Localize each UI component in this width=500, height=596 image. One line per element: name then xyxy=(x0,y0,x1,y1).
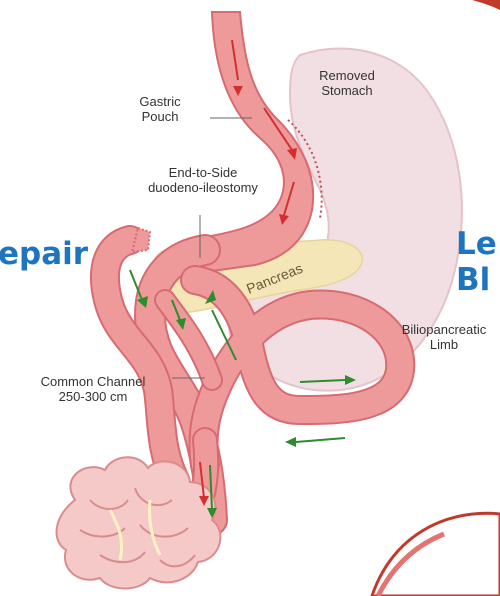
gastric-pouch-label: Gastric Pouch xyxy=(124,94,196,124)
cropped-title-right-line2: Bl xyxy=(456,262,490,298)
corner-decoration-bottom xyxy=(372,513,500,596)
corner-decoration-top xyxy=(472,0,500,10)
common-channel-label: Common Channel 250-300 cm xyxy=(14,374,172,404)
removed-stomach-label: Removed Stomach xyxy=(306,68,388,98)
end-to-side-label: End-to-Side duodeno-ileostomy xyxy=(118,165,288,195)
biliopancreatic-limb-label: Biliopancreatic Limb xyxy=(388,322,500,352)
cropped-title-left: epair xyxy=(0,236,88,272)
cropped-title-right-line1: Le xyxy=(456,226,497,262)
gastric-pouch xyxy=(200,12,313,272)
